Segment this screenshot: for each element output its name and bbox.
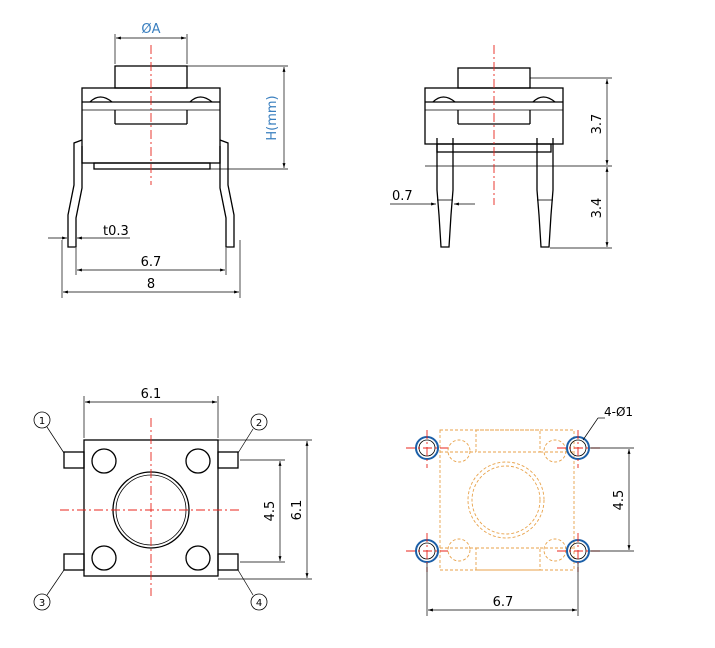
footprint-outline [439, 429, 575, 571]
front-height-label: H(mm) [265, 95, 280, 140]
top-pin-1 [63, 451, 85, 469]
front-width: 8 [147, 277, 155, 292]
front-right-leg [219, 139, 235, 248]
pin-number-3: 3 [33, 569, 65, 611]
top-pin-pitch: 4.5 [263, 501, 278, 522]
top-pin-4 [217, 553, 239, 571]
top-pin-2 [217, 451, 239, 469]
side-left-pin [436, 138, 454, 248]
svg-text:1: 1 [39, 416, 45, 427]
side-pin-width: 0.7 [392, 189, 413, 204]
top-pin-3 [63, 553, 85, 571]
side-right-pin [536, 138, 554, 248]
top-height: 6.1 [290, 500, 305, 521]
svg-text:2: 2 [256, 418, 262, 429]
footprint-hole-3 [406, 533, 448, 572]
front-dia-label: ØA [141, 22, 160, 37]
front-thickness-label: t0.3 [103, 224, 129, 239]
top-width: 6.1 [141, 387, 162, 402]
footprint-hole-2 [557, 430, 600, 468]
pin-number-2: 2 [237, 413, 268, 454]
svg-text:3: 3 [39, 598, 45, 609]
footprint-pitch-v: 4.5 [612, 490, 627, 511]
footprint-hole-4 [557, 533, 600, 572]
side-body-height: 3.7 [590, 114, 605, 135]
front-pin-span: 6.7 [141, 255, 162, 270]
pin-number-4: 4 [237, 569, 268, 611]
side-pin-length: 3.4 [590, 198, 605, 219]
footprint-holes-label: 4-Ø1 [604, 405, 633, 419]
front-left-leg [67, 139, 83, 248]
footprint-hole-1 [406, 430, 448, 468]
footprint-view: 4-Ø1 4.5 6.7 [406, 405, 634, 616]
top-view: 1 2 3 4 6.1 4.5 6.1 [33, 387, 312, 611]
front-view: ØA H(mm) t0.3 6.7 8 [48, 22, 288, 298]
side-view: 0.7 3.7 3.4 [390, 45, 612, 249]
svg-text:4: 4 [256, 598, 262, 609]
pin-number-1: 1 [33, 411, 65, 454]
footprint-pitch-h: 6.7 [493, 595, 514, 610]
